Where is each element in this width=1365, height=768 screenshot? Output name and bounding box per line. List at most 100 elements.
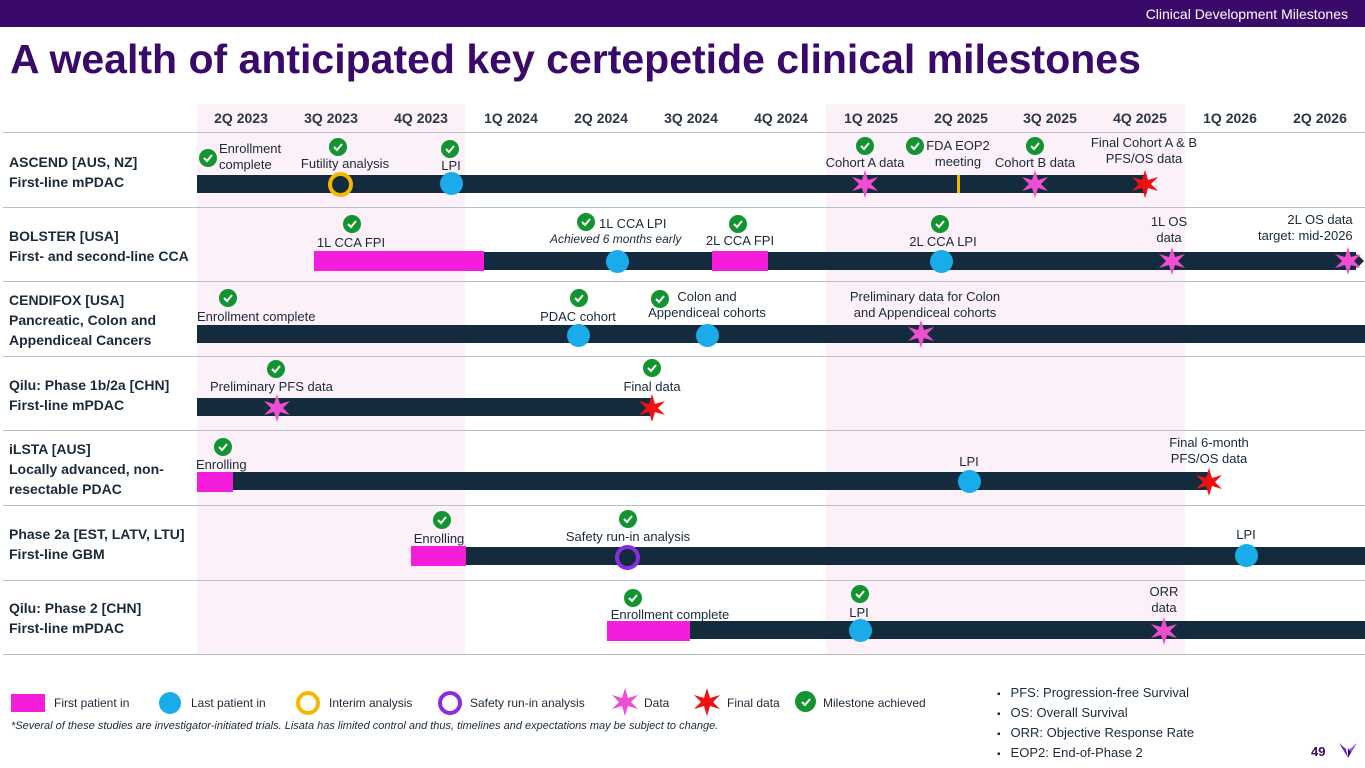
quarter-header: 3Q 2024 — [664, 110, 718, 126]
row-label-qilu-1b2a: Qilu: Phase 1b/2a [CHN]First-line mPDAC — [9, 377, 170, 413]
row-divider — [3, 356, 1365, 357]
ilsta-lpi-label: LPI — [959, 454, 979, 469]
milestone-achieved-icon — [651, 290, 669, 308]
safety-run-in-marker — [615, 545, 640, 570]
cendifox-enrollment-label: Enrollment complete — [197, 309, 316, 324]
timeline-bar-bolster — [314, 252, 1356, 270]
lpi-marker — [930, 250, 953, 273]
milestone-achieved-icon — [856, 137, 874, 155]
page-title: A wealth of anticipated key certepetide … — [10, 36, 1141, 82]
row-label-bolster: BOLSTER [USA]First- and second-line CCA — [9, 228, 189, 264]
abbreviation-list: PFS: Progression-free Survival OS: Overa… — [997, 684, 1195, 764]
quarter-header: 2Q 2026 — [1293, 110, 1347, 126]
legend-safety-label: Safety run-in analysis — [470, 696, 585, 710]
ilsta-enrolling-label: Enrolling — [196, 457, 247, 472]
legend-fpi-label: First patient in — [54, 696, 130, 710]
row-divider — [3, 505, 1365, 506]
lpi-marker — [696, 324, 719, 347]
data-star-icon — [1151, 617, 1177, 645]
data-star-icon — [852, 170, 878, 198]
row-divider — [3, 132, 1365, 133]
fpi-block — [314, 251, 484, 271]
milestone-achieved-icon — [199, 149, 217, 167]
abbreviation-item: EOP2: End-of-Phase 2 — [997, 744, 1194, 764]
legend-lpi-label: Last patient in — [191, 696, 266, 710]
timeline-bar-phase2a — [411, 547, 1365, 565]
lpi-marker — [567, 324, 590, 347]
row-divider — [3, 654, 1365, 655]
legend-final-label: Final data — [727, 696, 780, 710]
lpi-marker — [606, 250, 629, 273]
lpi-marker — [958, 470, 981, 493]
milestone-achieved-icon — [906, 137, 924, 155]
bolster-2l-fpi-label: 2L CCA FPI — [705, 233, 775, 248]
row-label-phase2a: Phase 2a [EST, LATV, LTU]First-line GBM — [9, 526, 185, 562]
milestone-achieved-icon — [433, 511, 451, 529]
timeline-bar-ilsta — [197, 472, 1209, 490]
abbreviation-item: OS: Overall Survival — [997, 704, 1194, 724]
fpi-block — [411, 546, 466, 566]
milestone-achieved-icon — [219, 289, 237, 307]
ascend-cohort-a-label: Cohort A data — [825, 155, 905, 170]
ascend-cohort-b-label: Cohort B data — [994, 155, 1076, 170]
row-label-ascend: ASCEND [AUS, NZ]First-line mPDAC — [9, 154, 138, 190]
final-star-icon — [639, 394, 665, 422]
legend-achieved-icon — [795, 691, 816, 712]
row-divider — [3, 207, 1365, 208]
company-logo-icon — [1339, 743, 1357, 758]
timeline-bar-ascend — [197, 175, 1147, 193]
interim-analysis-marker — [328, 172, 353, 197]
quarter-header: 2Q 2025 — [934, 110, 988, 126]
timeline-bar-qilu-1b2a — [197, 398, 652, 416]
quarter-header: 3Q 2025 — [1023, 110, 1077, 126]
phase2a-lpi-label: LPI — [1236, 527, 1256, 542]
qilu2-lpi-label: LPI — [849, 605, 869, 620]
lpi-marker — [849, 619, 872, 642]
row-divider — [3, 580, 1365, 581]
data-star-icon — [908, 320, 934, 348]
data-star-icon — [1159, 247, 1185, 275]
legend-safety-swatch — [438, 691, 462, 715]
footnote: *Several of these studies are investigat… — [11, 720, 719, 732]
bolster-1l-lpi-label: 1L CCA LPI — [599, 216, 667, 231]
milestone-achieved-icon — [343, 215, 361, 233]
timeline-bar-cendifox — [197, 325, 1365, 343]
lpi-marker — [440, 172, 463, 195]
milestone-achieved-icon — [577, 213, 595, 231]
quarter-header: 4Q 2025 — [1113, 110, 1167, 126]
legend-interim-swatch — [296, 691, 320, 715]
milestone-achieved-icon — [1026, 137, 1044, 155]
quarter-header: 4Q 2023 — [394, 110, 448, 126]
bolster-1l-lpi-note: Achieved 6 months early — [550, 232, 682, 246]
final-star-icon — [1132, 170, 1158, 198]
ascend-futility-label: Futility analysis — [300, 156, 390, 171]
milestone-achieved-icon — [570, 289, 588, 307]
ascend-lpi-label: LPI — [441, 158, 461, 173]
milestone-achieved-icon — [267, 360, 285, 378]
row-divider — [3, 430, 1365, 431]
fpi-block — [712, 251, 768, 271]
row-label-ilsta: iLSTA [AUS]Locally advanced, non-resecta… — [9, 441, 164, 497]
milestone-achieved-icon — [624, 589, 642, 607]
fda-meeting-marker — [957, 175, 960, 193]
legend-interim-label: Interim analysis — [329, 696, 413, 710]
quarter-header: 2Q 2023 — [214, 110, 268, 126]
milestone-achieved-icon — [931, 215, 949, 233]
bolster-1l-fpi-label: 1L CCA FPI — [316, 235, 386, 250]
qilu2-enrollment-label: Enrollment complete — [610, 607, 730, 622]
quarter-header: 2Q 2024 — [574, 110, 628, 126]
milestone-achieved-icon — [643, 359, 661, 377]
data-star-icon — [1022, 170, 1048, 198]
row-divider — [3, 281, 1365, 282]
abbreviation-item: PFS: Progression-free Survival — [997, 684, 1194, 704]
lpi-marker — [1235, 544, 1258, 567]
legend-lpi-swatch — [159, 692, 181, 714]
final-star-icon — [1196, 468, 1222, 496]
milestone-achieved-icon — [214, 438, 232, 456]
